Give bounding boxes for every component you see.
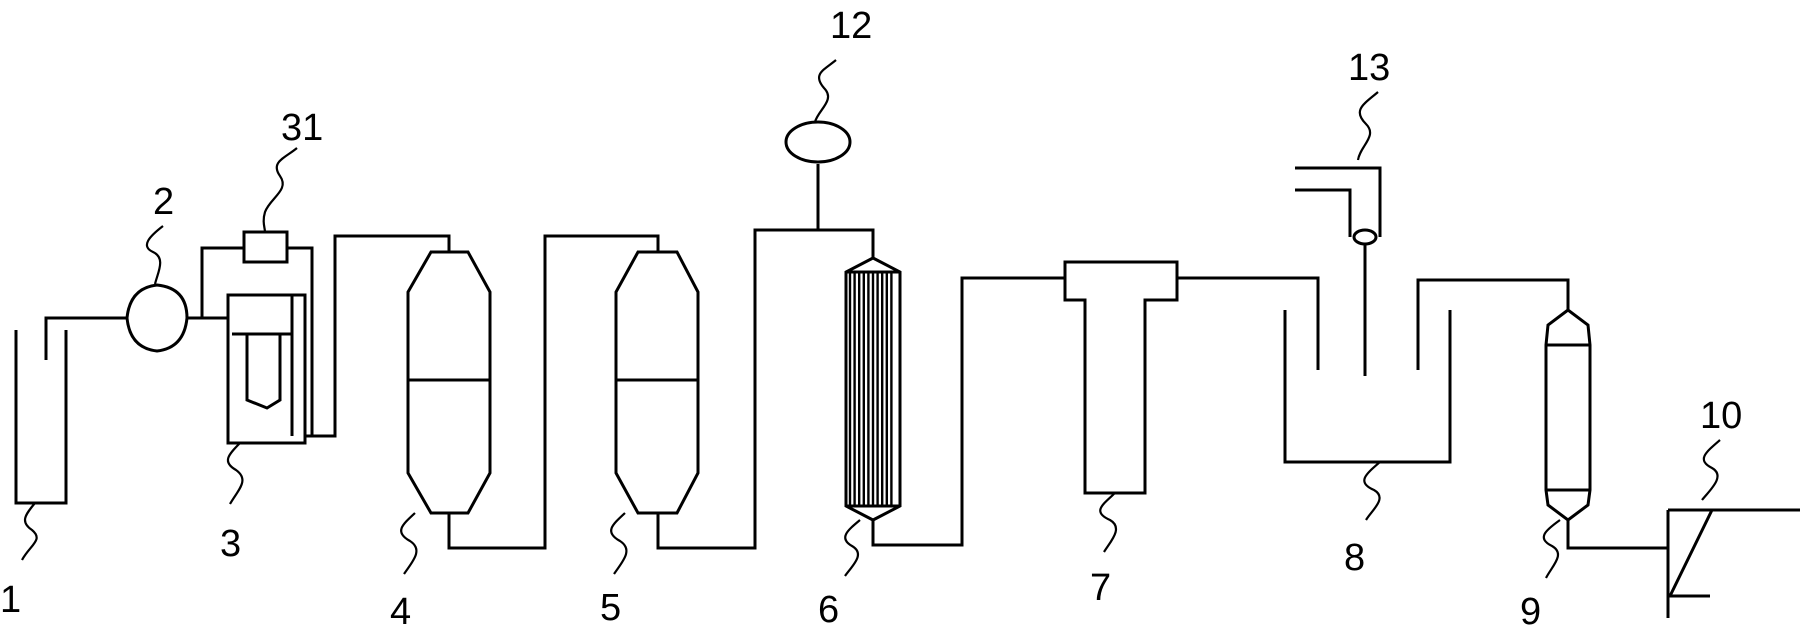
leader-6 [845, 520, 860, 576]
label-5: 5 [600, 587, 621, 629]
feeder-13 [1295, 168, 1380, 237]
leader-3 [228, 443, 243, 504]
pump-2 [127, 285, 187, 351]
leader-10 [1702, 440, 1720, 500]
pipe-5-to-6 [658, 230, 873, 548]
column-5 [616, 252, 698, 513]
separator-10 [1668, 510, 1712, 618]
label-10: 10 [1700, 395, 1742, 437]
pipe-6-to-7 [873, 278, 1065, 545]
vessel-3-insert [232, 334, 292, 408]
label-12: 12 [830, 5, 872, 47]
label-1: 1 [0, 579, 21, 621]
pipe-4-to-5 [449, 236, 658, 548]
label-3: 3 [220, 523, 241, 565]
equipment [16, 122, 1712, 618]
leader-1 [22, 503, 37, 560]
label-31: 31 [281, 107, 323, 149]
pipe-3-to-4 [305, 236, 449, 436]
pipe-7-to-8 [1177, 278, 1318, 370]
pipe-1-to-2 [46, 318, 126, 360]
device-31 [244, 232, 287, 262]
feeder-13-nozzle [1354, 230, 1376, 244]
label-9: 9 [1520, 591, 1541, 633]
leader-7 [1100, 493, 1116, 552]
tank-1 [16, 330, 66, 503]
leader-13 [1358, 92, 1378, 160]
leader-4 [401, 513, 416, 574]
heat-exchanger-6 [846, 258, 900, 520]
pipe-31-outlet [287, 248, 312, 436]
heat-exchanger-6-tubes [850, 272, 891, 506]
labels: 1 2 31 3 4 5 6 12 7 13 8 9 10 [0, 5, 1742, 633]
label-13: 13 [1348, 47, 1390, 89]
leader-9 [1544, 520, 1560, 578]
tank-8 [1285, 310, 1450, 462]
label-4: 4 [390, 591, 411, 633]
column-9 [1546, 310, 1590, 520]
vessel-12 [786, 122, 850, 162]
vessel-3 [228, 295, 305, 443]
pipe-8-to-9 [1418, 280, 1568, 370]
leader-5 [611, 513, 626, 574]
label-6: 6 [818, 589, 839, 631]
leader-2 [147, 226, 163, 284]
pipe-9-to-10 [1568, 515, 1668, 548]
filter-7 [1065, 262, 1177, 493]
label-2: 2 [153, 181, 174, 223]
label-8: 8 [1344, 537, 1365, 579]
leader-lines [22, 60, 1720, 578]
pipe-3-bypass-to-31 [202, 248, 244, 318]
leader-12 [815, 60, 836, 122]
leader-31 [264, 148, 297, 232]
pipelines [46, 164, 1800, 548]
label-7: 7 [1090, 567, 1111, 609]
column-4 [408, 252, 490, 513]
leader-8 [1364, 462, 1380, 520]
